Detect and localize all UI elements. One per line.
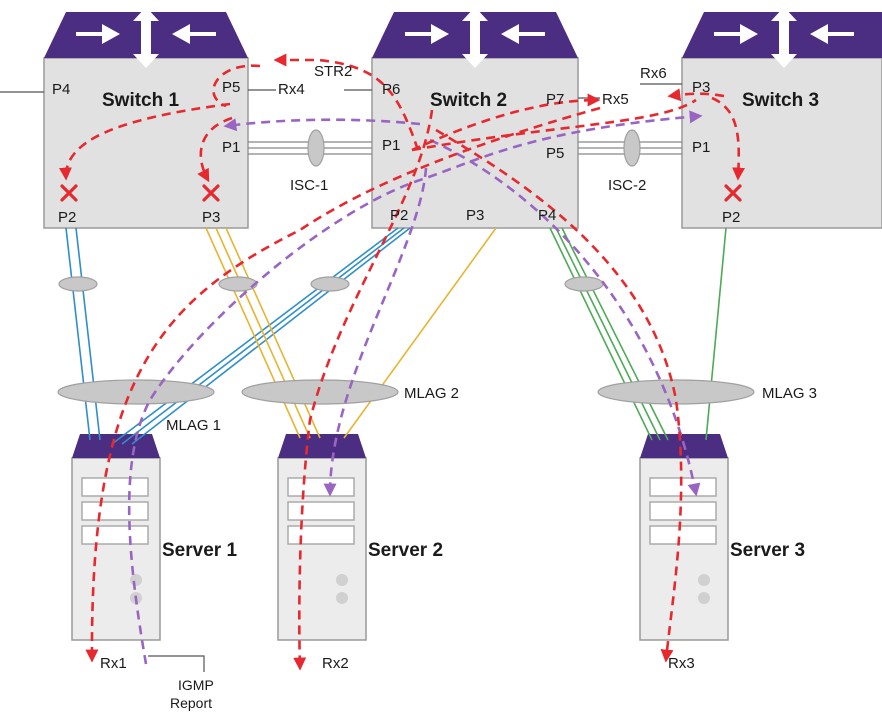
igmp-report-flow-purple (127, 110, 703, 665)
isc-1-label: ISC-1 (290, 177, 328, 194)
mlag-1-label: MLAG 1 (166, 417, 221, 434)
blocked-x-icon (202, 184, 220, 202)
sw3-port-p2: P2 (722, 209, 740, 226)
igmp-callout-line (148, 655, 205, 672)
link-bundle-ellipse (58, 276, 98, 292)
mlag-links-green (549, 227, 727, 441)
blocked-x-icon (724, 184, 742, 202)
isc-1-link (248, 129, 372, 167)
server-1 (71, 434, 161, 641)
switch-1-title: Switch 1 (102, 90, 180, 111)
mlag-2-ellipse (241, 379, 399, 405)
rx2-label: Rx2 (322, 655, 349, 672)
mlag-3-ellipse (597, 379, 755, 405)
sw3-port-p1: P1 (692, 139, 710, 156)
sw1-port-p1: P1 (222, 139, 240, 156)
mlag-links-yellow (205, 227, 497, 439)
switch-3-title: Switch 3 (742, 90, 819, 111)
server-3-title: Server 3 (730, 540, 805, 561)
switch-1: Switch 1 (43, 7, 249, 229)
switch-3: Switch 3 (681, 7, 882, 229)
server-1-title: Server 1 (162, 540, 237, 561)
switch-2-title: Switch 2 (430, 90, 507, 111)
isc-2-label: ISC-2 (608, 177, 646, 194)
mlag-2-label: MLAG 2 (404, 385, 459, 402)
sw1-port-p5: P5 (222, 79, 240, 96)
link-bundle-ellipse (310, 276, 350, 292)
server-2-title: Server 2 (368, 540, 443, 561)
sw2-port-p1: P1 (382, 137, 400, 154)
rx4-label: Rx4 (278, 81, 305, 98)
blocked-x-icon (60, 184, 78, 202)
sw1-port-p3: P3 (202, 209, 220, 226)
sw2-port-p6: P6 (382, 81, 400, 98)
sw1-port-p2: P2 (58, 209, 76, 226)
link-bundle-ellipse (218, 276, 258, 292)
rx3-label: Rx3 (668, 655, 695, 672)
rx6-label: Rx6 (640, 65, 667, 82)
sw2-port-p5: P5 (546, 145, 564, 162)
isc-2-link (578, 129, 682, 167)
igmp-label-line1: IGMP (178, 677, 214, 693)
sw2-port-p2: P2 (390, 207, 408, 224)
rx1-label: Rx1 (100, 655, 127, 672)
sw3-port-p3: P3 (692, 79, 710, 96)
server-2 (277, 434, 367, 641)
link-bundle-ellipse (564, 276, 604, 292)
sw2-port-p4: P4 (538, 207, 556, 224)
multicast-flow-red (58, 53, 746, 671)
sw2-port-p7: P7 (546, 91, 564, 108)
str2-label: STR2 (314, 63, 352, 80)
mlag-links-blue (65, 227, 411, 445)
mlag-3-label: MLAG 3 (762, 385, 817, 402)
rx5-label: Rx5 (602, 91, 629, 108)
igmp-label-line2: Report (170, 695, 212, 711)
server-3 (639, 434, 729, 641)
sw2-port-p3: P3 (466, 207, 484, 224)
sw1-port-p4: P4 (52, 81, 70, 98)
switch-2: Switch 2 (371, 7, 579, 229)
mlag-1-ellipse (57, 379, 215, 405)
